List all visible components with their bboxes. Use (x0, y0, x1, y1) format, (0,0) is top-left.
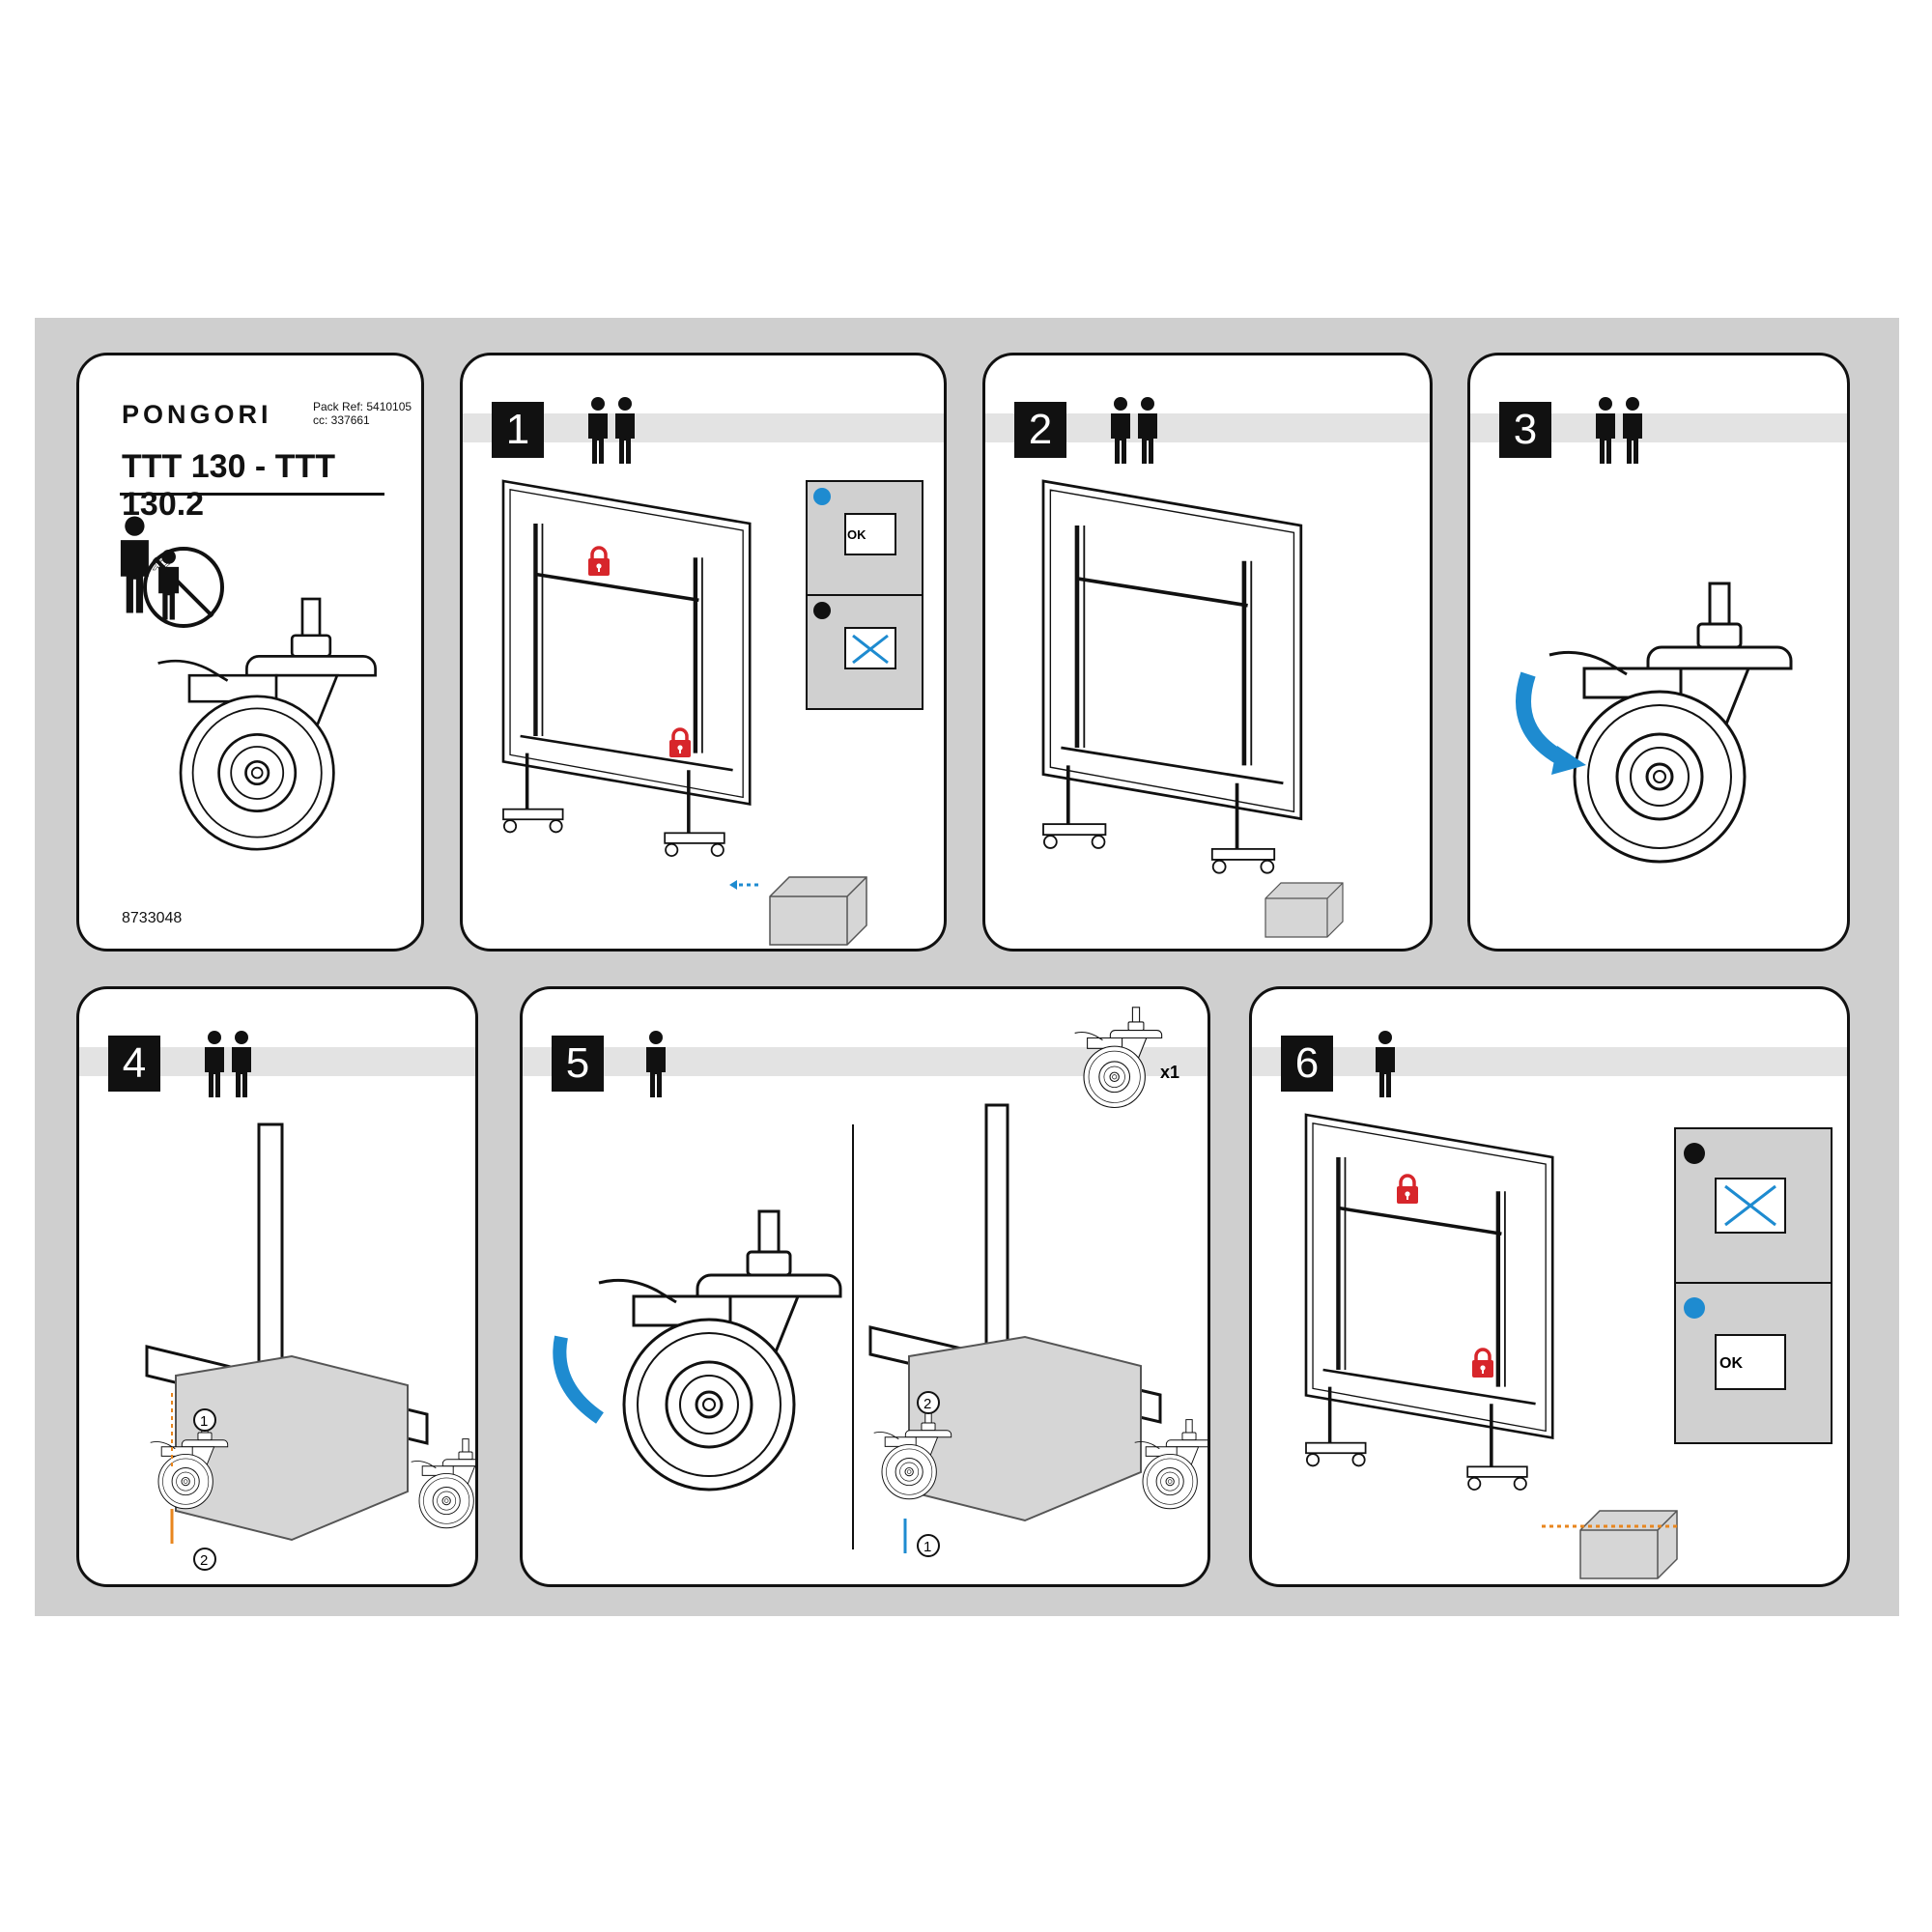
table-illustration (1306, 1115, 1552, 1490)
two-adults-icon (120, 516, 149, 613)
cover-illustrations: x2 (120, 516, 377, 851)
step-5-illustration: x1 2 1 (553, 1007, 1208, 1557)
pack-ref: Pack Ref: 5410105 (313, 400, 412, 413)
model-title: TTT 130 - TTT 130.2 (122, 448, 335, 523)
svg-text:OK: OK (1719, 1355, 1743, 1372)
two-people-icon (1111, 397, 1157, 464)
step-3-panel: 3 (1467, 353, 1850, 952)
step-2-illustration (985, 397, 1344, 938)
caster-wheel-icon (1548, 582, 1793, 864)
svg-text:OK: OK (847, 527, 867, 542)
safety-inset: OK (806, 480, 923, 710)
step-3-illustration (1516, 397, 1793, 864)
step-6-illustration: OK (1252, 1031, 1833, 1579)
caster-wheel-icon (1134, 1419, 1208, 1510)
caster-wheel-icon (597, 1209, 842, 1492)
two-people-icon (588, 397, 635, 464)
block-illustration (1264, 882, 1344, 938)
svg-text:2: 2 (200, 1552, 208, 1569)
step-header-band (1252, 1047, 1847, 1076)
step-number: 5 (552, 1036, 604, 1092)
parts-quantity: x1 (1160, 1063, 1179, 1082)
cross-icon (813, 602, 831, 619)
title-rule (120, 493, 384, 496)
svg-text:2: 2 (923, 1396, 931, 1412)
step-1-illustration: OK (463, 397, 923, 946)
svg-text:1: 1 (200, 1413, 208, 1430)
check-icon (813, 488, 831, 505)
step-2-panel: 2 (982, 353, 1433, 952)
cross-icon (1684, 1143, 1705, 1164)
step-4-panel: 4 1 2 (76, 986, 478, 1587)
pack-reference: Pack Ref: 5410105 cc: 337661 (313, 400, 412, 427)
two-people-icon (205, 1031, 251, 1097)
cover-panel: PONGORI Pack Ref: 5410105 cc: 337661 TTT… (76, 353, 424, 952)
step-number: 4 (108, 1036, 160, 1092)
block-illustration (1579, 1510, 1678, 1579)
caster-wheel-icon (1074, 1007, 1163, 1109)
svg-text:1: 1 (923, 1539, 931, 1555)
support-block (175, 1354, 409, 1542)
one-person-icon (1376, 1031, 1395, 1097)
step-5-panel: 5 x1 2 1 (520, 986, 1210, 1587)
safety-inset: OK (1674, 1127, 1833, 1444)
document-code: 8733048 (122, 910, 183, 926)
check-icon (1684, 1297, 1705, 1319)
step-6-panel: 6 OK (1249, 986, 1850, 1587)
step-1-panel: 1 OK (460, 353, 947, 952)
callout-1 (193, 1408, 216, 1432)
one-person-icon (646, 1031, 666, 1097)
no-children-icon (143, 547, 224, 628)
callout-2 (193, 1548, 216, 1571)
block-illustration (769, 876, 867, 946)
step-4-illustration: 1 2 (145, 1031, 475, 1571)
table-illustration (1043, 481, 1301, 873)
cc-ref: cc: 337661 (313, 413, 370, 427)
table-illustration (503, 481, 750, 856)
step-number: 2 (1014, 402, 1066, 458)
step-number: 1 (492, 402, 544, 458)
step-number: 6 (1281, 1036, 1333, 1092)
caster-wheel-icon (411, 1438, 475, 1529)
caster-wheel-icon (156, 597, 377, 851)
two-people-icon (1596, 397, 1642, 464)
step-number: 3 (1499, 402, 1551, 458)
brand-name: PONGORI (122, 400, 272, 429)
